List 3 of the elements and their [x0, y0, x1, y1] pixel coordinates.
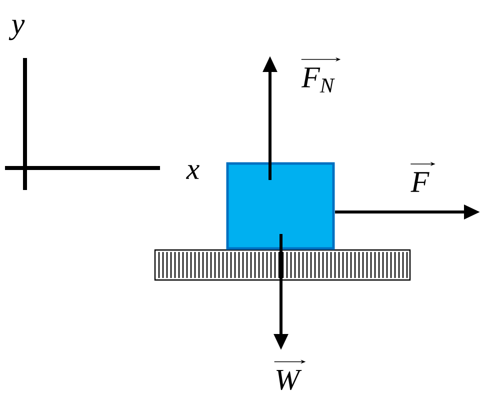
- axis-label: y: [8, 20, 25, 40]
- axis-label: x: [186, 165, 200, 179]
- block: [226, 162, 335, 250]
